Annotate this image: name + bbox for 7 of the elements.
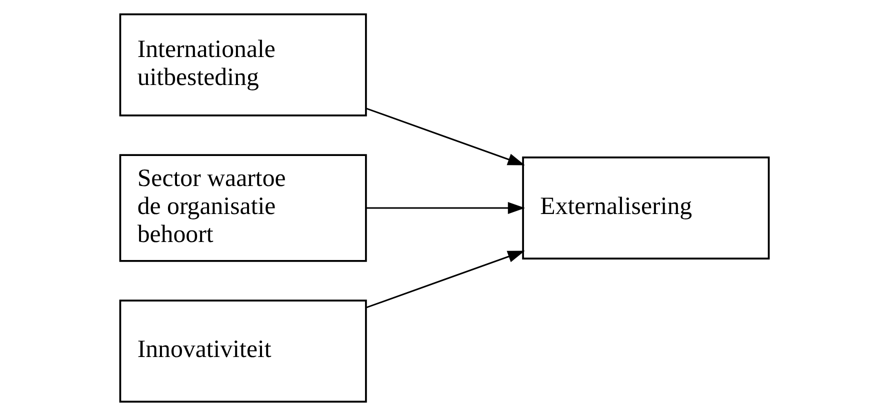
node-box: Innovativiteit xyxy=(118,300,366,403)
node-box: Sector waartoe de organisatie behoort xyxy=(118,154,366,262)
node-box: Internationale uitbesteding xyxy=(118,13,366,116)
arrow xyxy=(365,250,524,308)
arrow xyxy=(366,202,525,214)
arrow xyxy=(365,108,524,166)
node-box: Externalisering xyxy=(522,156,770,260)
